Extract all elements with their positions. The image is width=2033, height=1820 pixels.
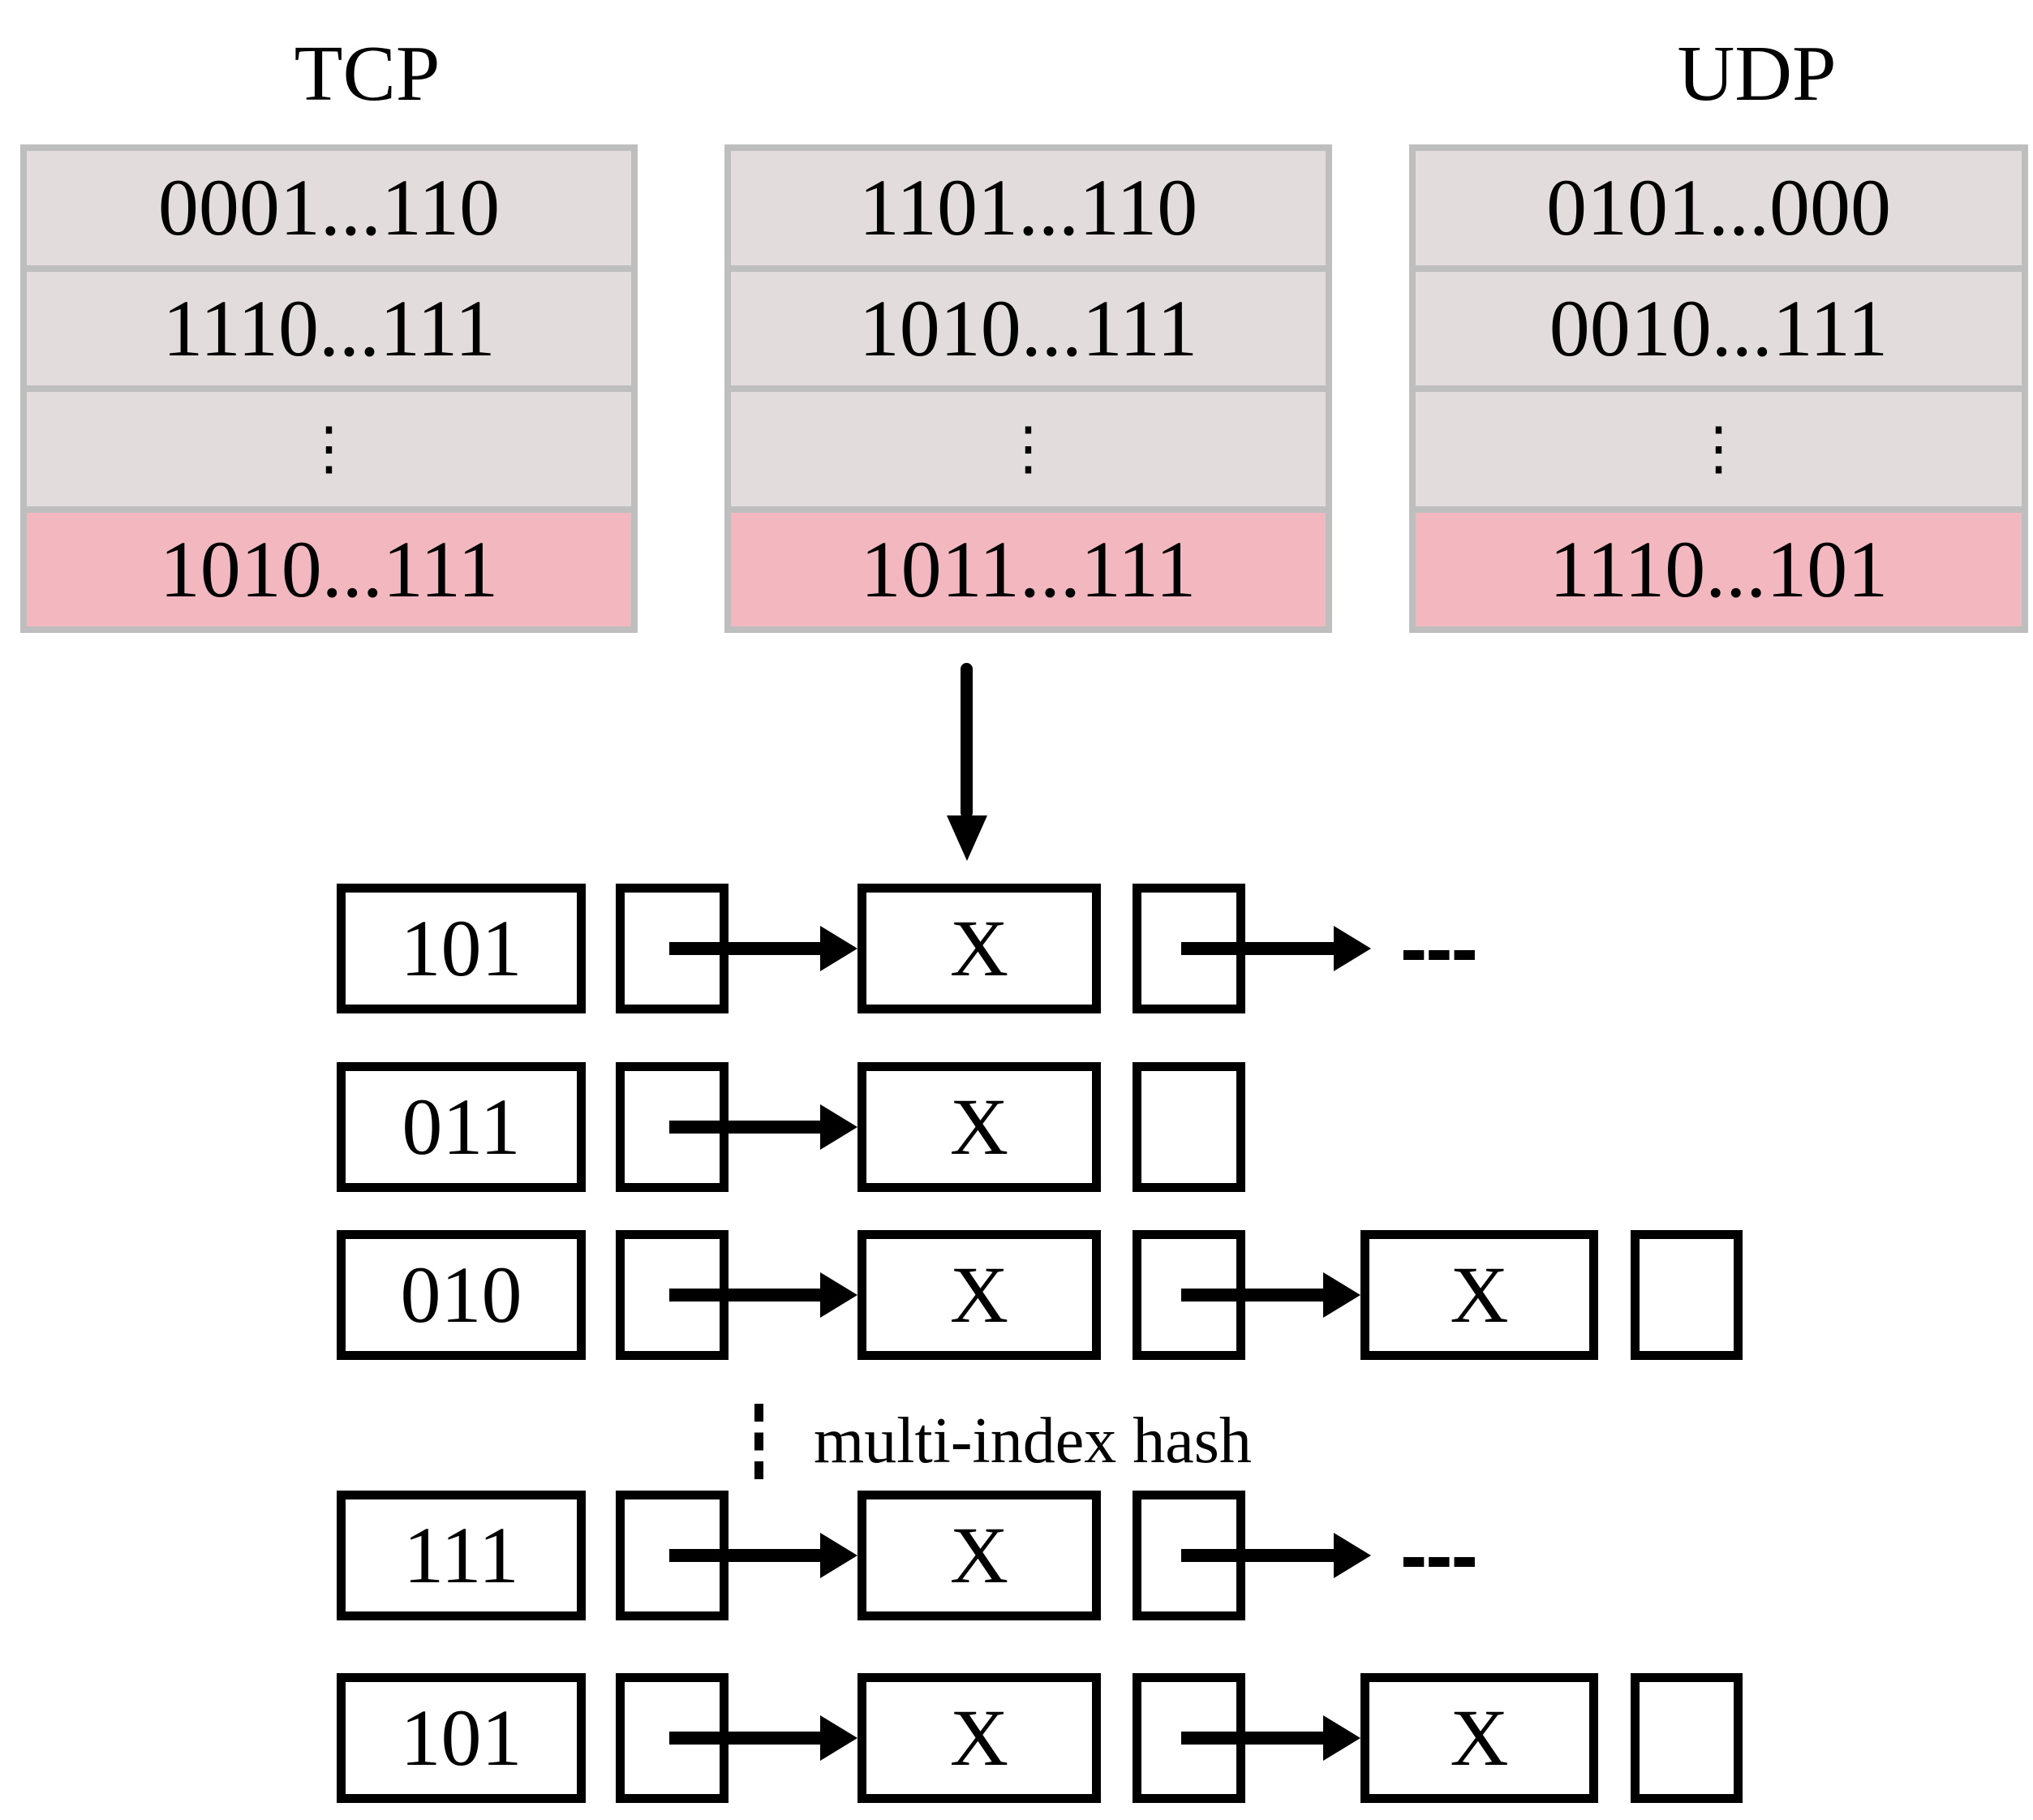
udp-table-title: UDP xyxy=(1677,30,1837,118)
tcp-table-title: TCP xyxy=(294,30,441,118)
hash-node-box: X xyxy=(857,1673,1101,1803)
hash-node-box: X xyxy=(857,1491,1101,1620)
table-row-ellipsis: ⋮ xyxy=(1416,392,2022,506)
pointer-box-empty xyxy=(1133,1062,1245,1192)
hash-node-box: X xyxy=(857,884,1101,1013)
hash-row: 010 X X xyxy=(0,1230,2033,1360)
table-row: 0001...110 xyxy=(27,151,631,265)
hash-row: 111 X --- xyxy=(0,1491,2033,1620)
hash-node-box: X xyxy=(1360,1230,1598,1360)
hash-key-box: 011 xyxy=(337,1062,586,1192)
pointer-arrow-icon xyxy=(669,1104,857,1150)
hash-key-box: 101 xyxy=(337,1673,586,1803)
pointer-box-empty xyxy=(1631,1230,1743,1360)
hash-node-box: X xyxy=(857,1230,1101,1360)
table-row-ellipsis: ⋮ xyxy=(27,392,631,506)
pointer-arrow-icon xyxy=(1181,1533,1371,1578)
tcp-flow-table: 0001...110 1110...111 ⋮ 1010...111 xyxy=(20,144,638,633)
table-row-highlighted: 1110...101 xyxy=(1416,512,2022,626)
table-row-highlighted: 1010...111 xyxy=(27,512,631,626)
pointer-box-empty xyxy=(1631,1673,1743,1803)
hash-key-box: 010 xyxy=(337,1230,586,1360)
hash-key-box: 111 xyxy=(337,1491,586,1620)
dashed-separator-icon xyxy=(754,1404,763,1479)
table-row: 1101...110 xyxy=(731,151,1326,265)
pointer-arrow-icon xyxy=(1181,926,1371,971)
pointer-arrow-icon xyxy=(1181,1272,1360,1318)
hash-row: 011 X xyxy=(0,1062,2033,1192)
pointer-arrow-icon xyxy=(669,926,857,971)
continuation-dashes: --- xyxy=(1400,902,1478,994)
table-row: 0010...111 xyxy=(1416,271,2022,385)
down-arrow-icon xyxy=(961,663,973,819)
pointer-arrow-icon xyxy=(1181,1715,1360,1761)
multi-index-hash-label: multi-index hash xyxy=(814,1405,1252,1477)
continuation-dashes: --- xyxy=(1400,1509,1478,1601)
hash-row: 101 X --- xyxy=(0,884,2033,1013)
down-arrowhead-icon xyxy=(947,815,987,861)
hash-node-box: X xyxy=(1360,1673,1598,1803)
hash-row: 101 X X xyxy=(0,1673,2033,1803)
pointer-arrow-icon xyxy=(669,1272,857,1318)
table-row: 1110...111 xyxy=(27,271,631,385)
pointer-arrow-icon xyxy=(669,1533,857,1578)
table-row-highlighted: 1011...111 xyxy=(731,512,1326,626)
pointer-arrow-icon xyxy=(669,1715,857,1761)
table-row: 0101...000 xyxy=(1416,151,2022,265)
hash-key-box: 101 xyxy=(337,884,586,1013)
table-row: 1010...111 xyxy=(731,271,1326,385)
hash-node-box: X xyxy=(857,1062,1101,1192)
middle-flow-table: 1101...110 1010...111 ⋮ 1011...111 xyxy=(724,144,1332,633)
udp-flow-table: 0101...000 0010...111 ⋮ 1110...101 xyxy=(1409,144,2028,633)
table-row-ellipsis: ⋮ xyxy=(731,392,1326,506)
